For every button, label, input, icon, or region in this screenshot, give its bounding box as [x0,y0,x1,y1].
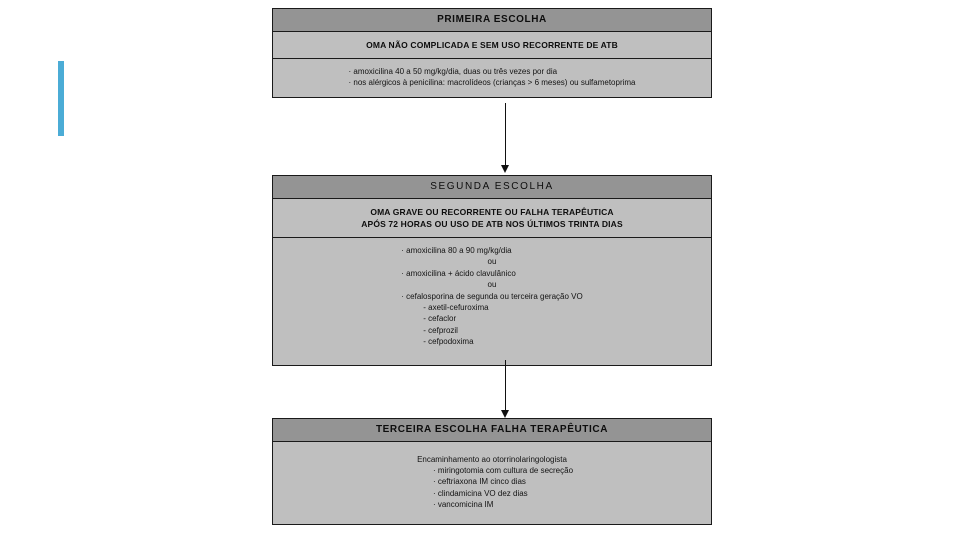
flow-box-primeira-escolha: PRIMEIRA ESCOLHA OMA NÃO COMPLICADA E SE… [272,8,712,98]
sub-list-item: - cefaclor [423,314,457,324]
list-item: · ceftriaxona IM cinco dias [432,477,526,487]
terceira-escolha-title: TERCEIRA ESCOLHA FALHA TERAPÊUTICA [273,419,711,442]
primeira-escolha-subtitle: OMA NÃO COMPLICADA E SEM USO RECORRENTE … [273,31,711,59]
arrow-stem [505,103,507,166]
conjunction-ou: ou [487,280,497,290]
flow-box-terceira-escolha: TERCEIRA ESCOLHA FALHA TERAPÊUTICA Encam… [272,418,712,525]
arrow-stem [505,360,507,411]
sub-list-item: - cefpodoxima [423,337,474,346]
accent-bar-left [58,61,64,136]
list-item: · vancomicina IM [432,499,494,509]
list-item: · clindamicina VO dez dias [432,488,528,498]
list-item: · miringotomia com cultura de secreção [432,465,574,475]
segunda-escolha-title: SEGUNDA ESCOLHA [273,176,711,199]
arrow-segunda-para-terceira [499,360,513,418]
terceira-escolha-body: Encaminhamento ao otorrinolaringologista… [273,441,711,524]
list-item: · nos alérgicos à penicilina: macrolídeo… [348,78,636,88]
segunda-escolha-subtitle-line-1: OMA GRAVE OU RECORRENTE OU FALHA TERAPÊU… [370,206,614,217]
sub-list-item: - axetil-cefuroxima [423,302,489,312]
terceira-escolha-heading: Encaminhamento ao otorrinolaringologista [417,454,567,464]
flow-box-segunda-escolha: SEGUNDA ESCOLHA OMA GRAVE OU RECORRENTE … [272,175,712,367]
primeira-escolha-title: PRIMEIRA ESCOLHA [273,9,711,32]
primeira-escolha-body: · amoxicilina 40 a 50 mg/kg/dia, duas ou… [273,58,711,97]
conjunction-ou: ou [487,257,497,267]
arrow-head-icon [501,165,509,173]
list-item: · amoxicilina 80 a 90 mg/kg/dia [401,246,512,256]
segunda-escolha-subtitle-line-2: APÓS 72 HORAS OU USO DE ATB NOS ÚLTIMOS … [361,218,623,229]
arrow-primeira-para-segunda [499,103,513,173]
list-item: · cefalosporina de segunda ou terceira g… [401,291,583,301]
list-item: · amoxicilina 40 a 50 mg/kg/dia, duas ou… [348,66,558,76]
arrow-head-icon [501,410,509,418]
segunda-escolha-subtitle: OMA GRAVE OU RECORRENTE OU FALHA TERAPÊU… [273,198,711,239]
segunda-escolha-body: · amoxicilina 80 a 90 mg/kg/dia ou · amo… [273,238,711,366]
list-item: · amoxicilina + ácido clavulânico [401,268,516,278]
sub-list-item: - cefprozil [423,325,458,335]
